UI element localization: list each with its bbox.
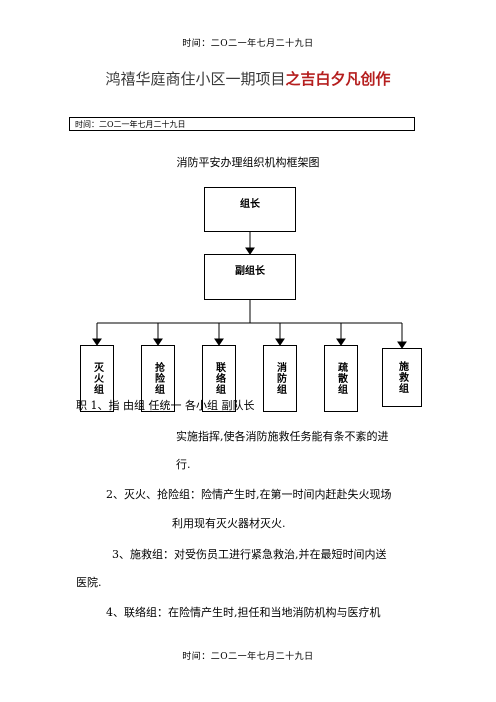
paragraph-line-5: 利用现有灭火器材灭火.: [172, 517, 286, 530]
page-header: 时间：二O二一年七月二十九日: [182, 39, 314, 49]
team-rescue: 抢险组: [141, 345, 175, 412]
page-footer: 时间：二O二一年七月二十九日: [182, 652, 314, 662]
paragraph-line-6: 3、施救组：对受伤员工进行紧急救治,并在最短时间内送: [112, 548, 387, 561]
paragraph-line-1: 职 1、指 由组 任统一 各小组 副队长: [76, 399, 255, 412]
team-first-aid: 施救组: [382, 348, 422, 407]
title-project: 鸿禧华庭商住小区一期项目: [105, 70, 286, 88]
team-fire-extinguishing: 灭火组: [80, 345, 114, 412]
leader-box: 组长: [204, 187, 296, 232]
chart-title: 消防平安办理组织机构框架图: [176, 156, 320, 169]
title-author: 之吉白夕凡创作: [285, 70, 391, 88]
document-title: 鸿禧华庭商住小区一期项目之吉白夕凡创作: [0, 68, 496, 89]
paragraph-line-3: 行.: [176, 458, 191, 471]
deputy-leader-box: 副组长: [204, 254, 296, 300]
paragraph-line-7: 医院.: [76, 576, 102, 589]
arrowhead: [245, 247, 255, 255]
team-evacuation: 疏散组: [324, 345, 358, 412]
team-fire-control: 消防组: [263, 345, 297, 412]
paragraph-line-8: 4、联络组：在险情产生时,担任和当地消防机构与医疗机: [106, 606, 381, 619]
date-box: 时间：二O二一年七月二十九日: [69, 117, 415, 131]
team-liaison: 联络组: [202, 345, 236, 412]
paragraph-line-4: 2、灭火、抢险组：险情产生时,在第一时间内赶赴失火现场: [106, 488, 392, 501]
paragraph-line-2: 实施指挥,使各消防施救任务能有条不紊的进: [176, 430, 389, 443]
